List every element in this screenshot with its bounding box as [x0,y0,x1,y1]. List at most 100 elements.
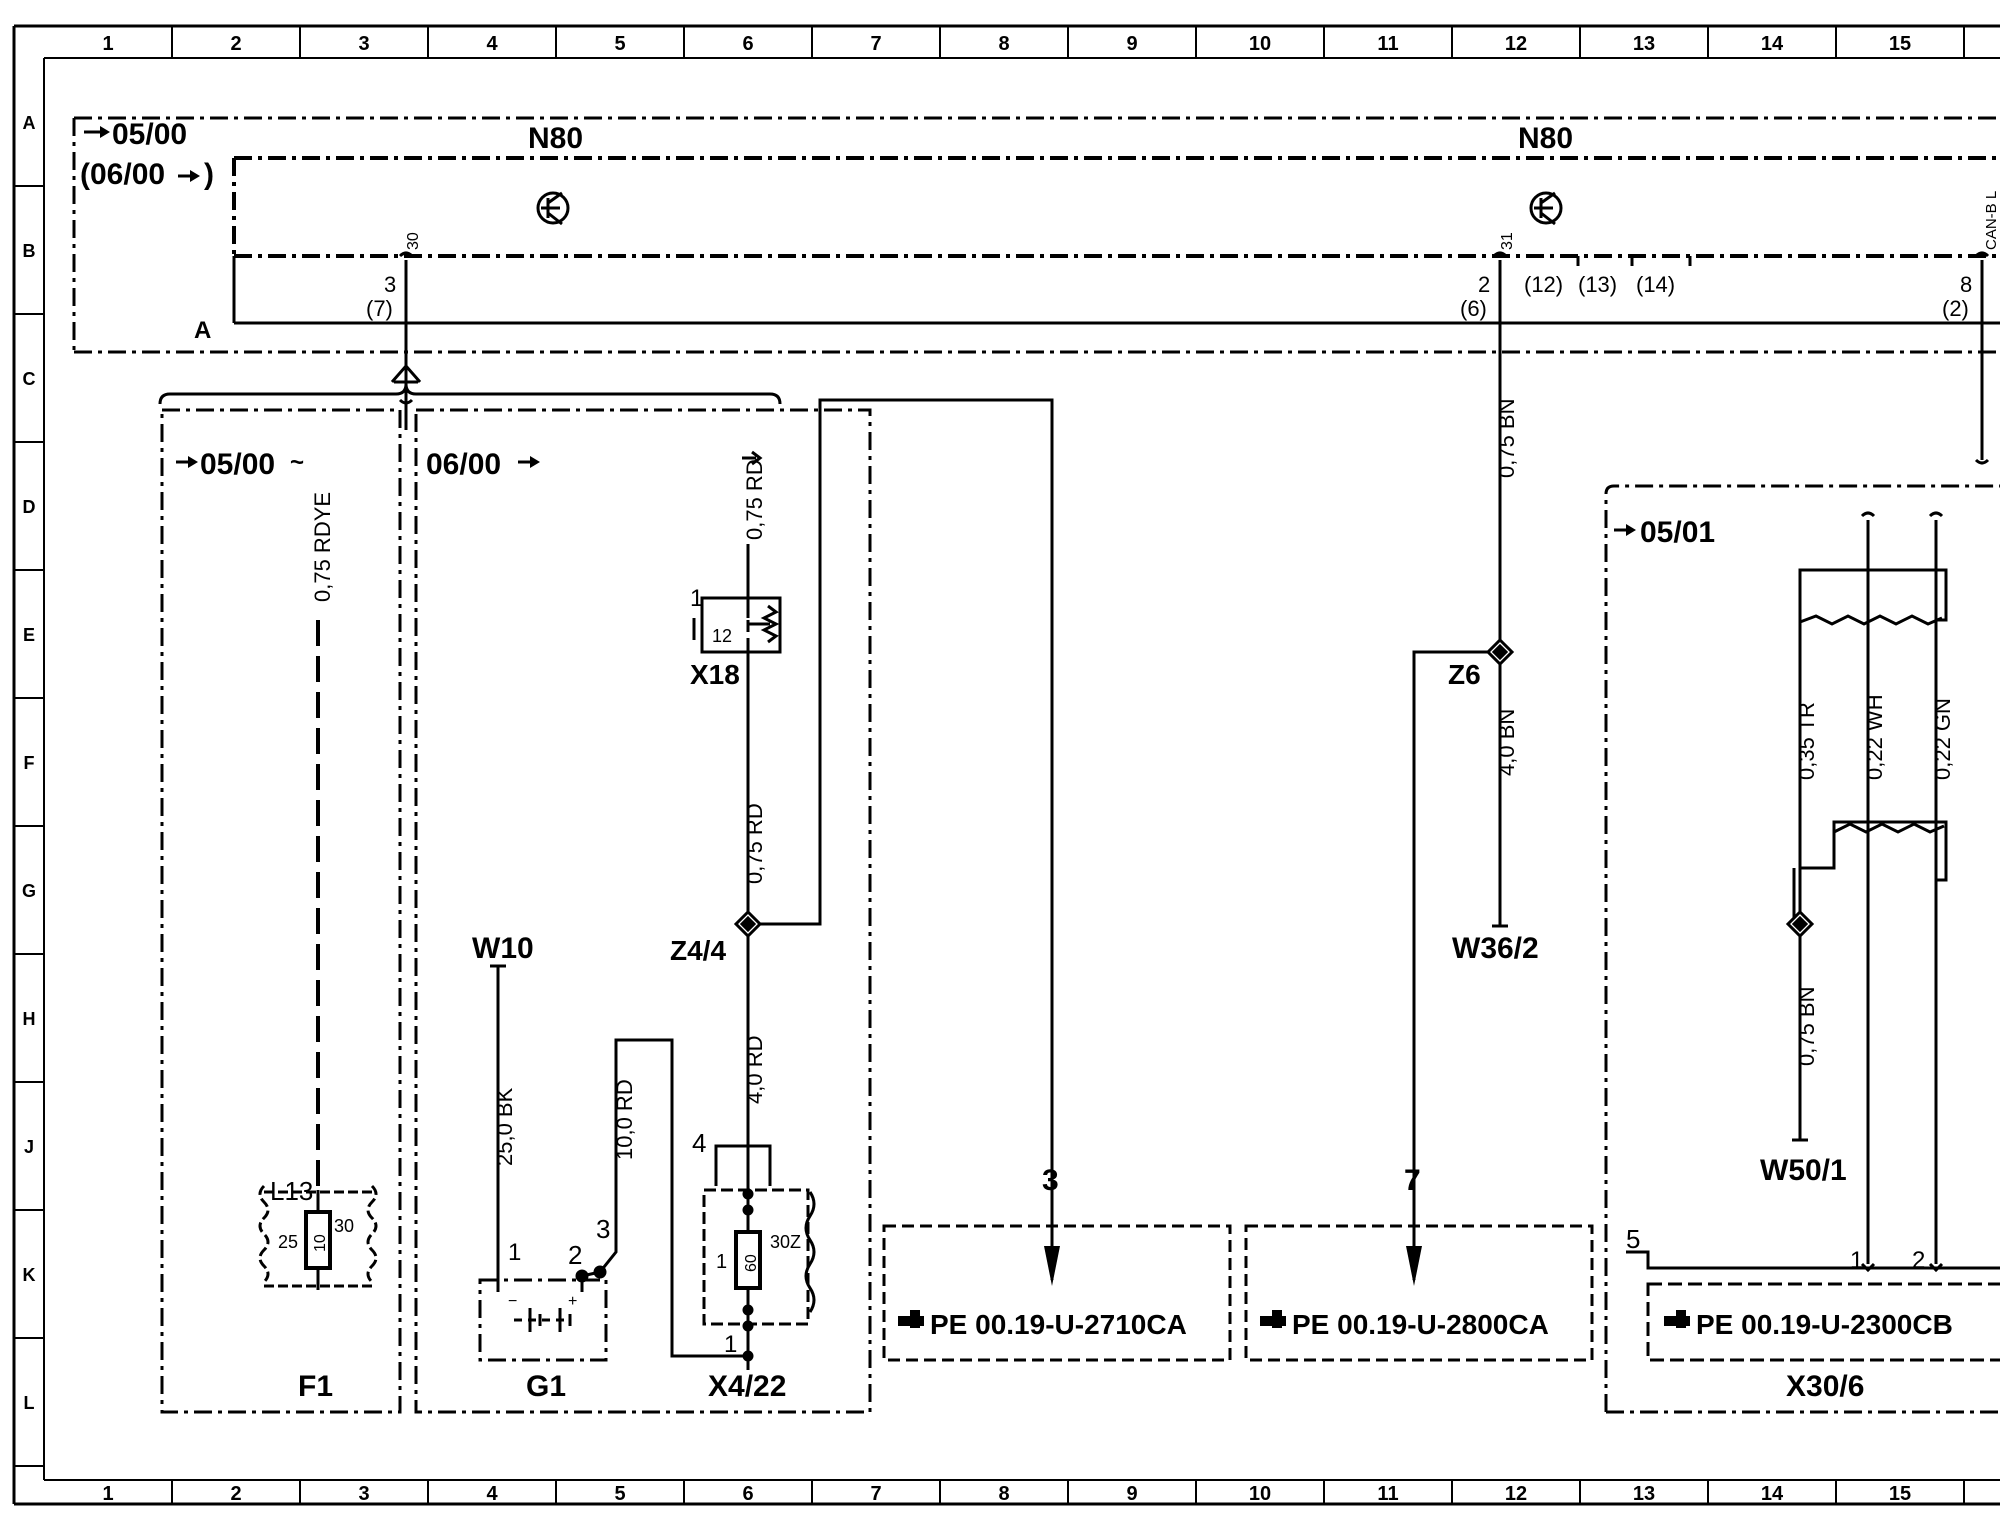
grid-column-label: 12 [1505,1483,1527,1505]
grid-column-label: 10 [1249,1483,1271,1505]
pin-canbl-connector [1974,251,1990,465]
x18-label: X18 [690,659,740,690]
grid-column-label: 6 [742,33,753,55]
grid-column-label: 11 [1377,1483,1398,1505]
grid-column-label: 9 [1126,1483,1137,1505]
pin-13-label: (13) [1578,272,1617,297]
z6-label: Z6 [1448,659,1481,690]
0501-variant-boundary [1604,484,2000,1414]
date-0500-f1: 05/00 [200,448,275,481]
grid-column-label: 15 [1889,1483,1911,1505]
wire-075-bn-2: 0,75 BN [1794,987,1819,1067]
grid-row-label: L [24,1393,35,1413]
g1-pin1: 1 [508,1239,521,1266]
grid-row-label: D [23,497,36,517]
f1-label: F1 [298,1370,333,1403]
n80-label-left: N80 [528,122,583,155]
x4-22-label: X4/22 [708,1370,786,1403]
grid-column-label: 2 [230,1483,241,1505]
date-0600-close: ) [204,158,214,191]
pin-31-connector [1492,251,1508,654]
grid-row-label: J [24,1137,34,1157]
battery-minus: − [508,1293,517,1310]
pe-2710-box[interactable]: PE 00.19-U-2710CA [882,1224,1232,1362]
battery-plus: + [568,1293,577,1310]
grid-row-label: K [23,1265,36,1285]
pin-canbl-num: 8 [1960,272,1972,297]
grid-column-label: 3 [358,33,369,55]
f1-25: 25 [278,1232,298,1252]
x30-pin1: 1 [1850,1247,1863,1274]
pin-30-num: 3 [384,272,396,297]
grid-row-label: G [22,881,36,901]
grid-column-label: 14 [1761,1483,1784,1505]
grid-column-label: 3 [358,1483,369,1505]
pe-2800-box[interactable]: PE 00.19-U-2800CA [1244,1224,1594,1362]
grid-row-label: H [23,1009,36,1029]
x30-6-label: X30/6 [1786,1370,1864,1403]
wire-022-gn: 0,22 GN [1930,698,1955,780]
date-0501: 05/01 [1640,516,1715,549]
date-0600-box: 06/00 [426,448,501,481]
pe-2300-box[interactable]: PE 00.19-U-2300CB [1664,1309,1953,1340]
grid-column-label: 4 [486,33,498,55]
grid-column-label: 1 [102,33,113,55]
grid-column-label: 5 [614,1483,625,1505]
grid-column-label: 14 [1761,33,1784,55]
grid-column-labels: 1122334455667788991010111112121313141415… [102,26,1965,1505]
f1-10: 10 [312,1234,329,1252]
unused-pin-marks [1576,256,1692,266]
grid-column-label: 13 [1633,33,1655,55]
pin-12-label: (12) [1524,272,1563,297]
grid-column-label: 1 [102,1483,113,1505]
w10-label: W10 [472,932,534,965]
pin-31-num: 2 [1478,272,1490,297]
x30-6-connector [1626,1250,2000,1362]
arrow-icon [1044,1246,1060,1286]
twisted-pair-wires [1792,511,1948,1264]
x4-30z: 30Z [770,1232,801,1252]
date-arrow-0600-box [518,456,540,468]
date-arrow-0600-top [178,170,200,182]
grid-column-label: 6 [742,1483,753,1505]
grid-row-label: F [24,753,35,773]
grid-row-label: E [23,625,35,645]
z4-4-splice [733,909,763,939]
transistor-icon [536,191,570,226]
f1-fuse [258,1184,378,1290]
wire-022-wh: 0,22 WH [1862,694,1887,780]
pointing-hand-icon [1664,1310,1690,1328]
pin-canbl-name: CAN-B L [1983,191,2000,250]
f1-30: 30 [334,1216,354,1236]
grid-column-label: 12 [1505,33,1527,55]
pe-2800-text: PE 00.19-U-2800CA [1292,1309,1549,1340]
g1-label: G1 [526,1370,566,1403]
w10-ground-wire [490,964,506,1280]
pointing-hand-icon [1260,1310,1286,1328]
wire-035-tr: 0,35 TR [1794,702,1819,780]
wire-40-bn-line [1492,664,1508,928]
grid-column-label: 8 [998,1483,1009,1505]
grid-column-label: 2 [230,33,241,55]
bn-splice-right [1785,909,1815,939]
n80-outer-boundary [72,116,2000,354]
w50-1-ground-wire [1792,936,1808,1142]
rd-wire-chain [742,450,763,1186]
z4-4-label: Z4/4 [670,935,726,966]
x18-pin12: 12 [712,626,732,646]
transistor-icon [1529,191,1563,226]
grid-column-label: 15 [1889,33,1911,55]
grid-row-label: C [23,369,36,389]
wire-to-ref-7 [1412,650,1488,1280]
grid-column-label: 8 [998,33,1009,55]
x4-pin1: 1 [724,1331,737,1358]
grid-row-label: A [23,113,36,133]
group-brace [158,383,782,405]
wire-075-rd-g: 0,75 RD [742,803,767,884]
wire-250-bk: 25,0 BK [492,1087,517,1166]
x18-connector [692,596,782,654]
x30-pin2: 2 [1912,1247,1925,1274]
pin-canbl-alt: (2) [1942,296,1969,321]
ref-7-label: 7 [1404,1164,1421,1197]
